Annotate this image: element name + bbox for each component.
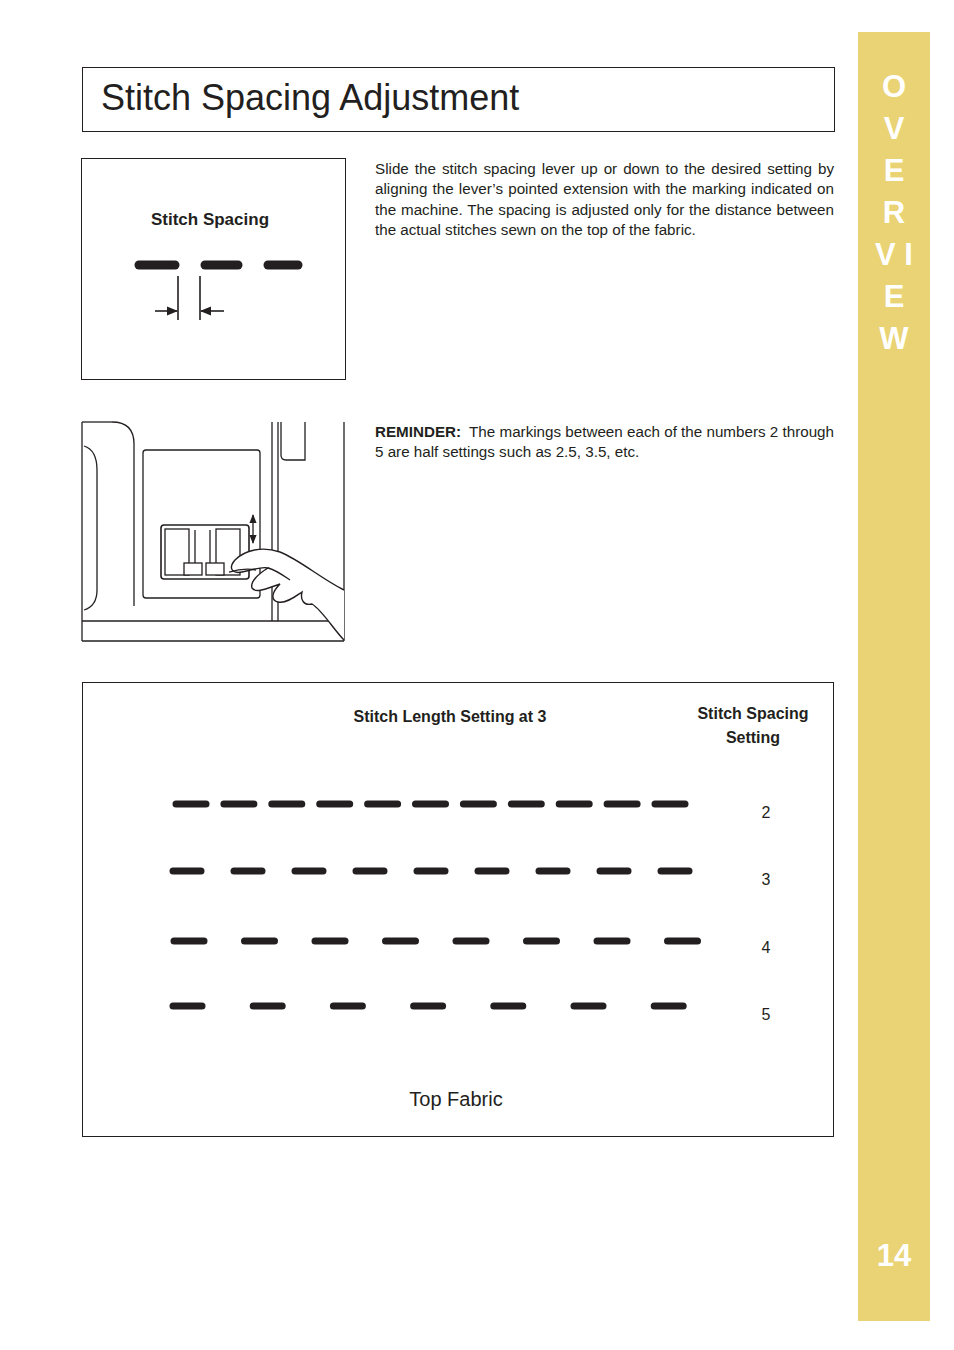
- stitch-dash: [176, 801, 206, 808]
- text-block: Slide the stitch spacing lever up or dow…: [375, 159, 834, 241]
- title-box: Stitch Spacing Adjustment: [82, 67, 835, 132]
- spacing-value: 4: [746, 937, 786, 959]
- machine-illustration-part: [271, 422, 272, 621]
- stitch-dash: [456, 938, 486, 945]
- stitch-dash: [368, 801, 398, 808]
- spacing-figure-part: [155, 310, 177, 312]
- stitch-dash: [597, 938, 627, 945]
- reminder-heading: REMINDER:: [375, 423, 461, 440]
- stitch-dash: [315, 938, 345, 945]
- machine-illustration-part: [206, 563, 224, 575]
- spacing-value: 5: [746, 1004, 786, 1026]
- stitch-dash: [539, 868, 567, 875]
- machine-illustration-part: [82, 421, 112, 422]
- fabric-label: Top Fabric: [306, 1086, 606, 1112]
- stitch-dash: [320, 801, 350, 808]
- stitch-dash: [574, 1003, 603, 1010]
- stitch-dash: [295, 868, 323, 875]
- stitch-dash: [416, 801, 446, 808]
- machine-illustration-part: [268, 568, 290, 580]
- chart-box: Stitch Length Setting at 3 Stitch Spacing…: [82, 682, 834, 1137]
- stitch-dash: [333, 1003, 362, 1010]
- stitch-dash: [272, 801, 302, 808]
- stitch-dash: [463, 801, 493, 808]
- instruction-text: Slide the stitch spacing lever up or dow…: [375, 160, 834, 238]
- figure-label: Stitch Spacing: [90, 209, 330, 231]
- stitch-dash: [654, 1003, 683, 1010]
- stitch-dash: [607, 801, 637, 808]
- stitch-dash: [668, 938, 698, 945]
- machine-illustration-part: [229, 569, 256, 572]
- stitch-dash: [173, 868, 201, 875]
- stitch-dash: [253, 1003, 282, 1010]
- stitch-dash: [511, 801, 541, 808]
- spacing-figure-part: [199, 276, 201, 320]
- stitch-dash: [417, 868, 445, 875]
- machine-illustration-part: [281, 422, 305, 460]
- page-number: 14: [862, 1236, 926, 1276]
- machine-illustration-part: [82, 620, 344, 621]
- stitch-dash: [173, 1003, 202, 1010]
- sidebar-band: O V E R V I E W 14: [858, 32, 930, 1321]
- column-heading: Stitch Spacing Setting: [678, 702, 828, 750]
- stitch-dash: [174, 938, 204, 945]
- spacing-value: 3: [746, 869, 786, 891]
- spacing-figure-part: [201, 310, 224, 312]
- stitch-dash: [224, 801, 254, 808]
- stitch-dash: [234, 868, 262, 875]
- stitch-dash: [600, 868, 628, 875]
- stitch-dash: [527, 938, 557, 945]
- stitch-dash: [655, 801, 685, 808]
- machine-illustration-part: [84, 446, 97, 610]
- spacing-value: 2: [746, 802, 786, 824]
- machine-illustration-part: [184, 563, 202, 575]
- spacing-figure-part: [268, 261, 298, 270]
- page-title: Stitch Spacing Adjustment: [101, 76, 519, 120]
- chart-heading: Stitch Length Setting at 3: [250, 706, 650, 728]
- spacing-figure-box: Stitch Spacing: [81, 158, 346, 380]
- stitch-dash: [386, 938, 416, 945]
- stitch-dash: [414, 1003, 443, 1010]
- spacing-figure: [139, 265, 298, 320]
- stitch-dash: [478, 868, 506, 875]
- spacing-figure-part: [205, 261, 238, 270]
- text-block: REMINDER:The markings between each of th…: [375, 422, 834, 463]
- machine-illustration-part: [252, 515, 253, 543]
- machine-illustration-part: [82, 640, 344, 641]
- spacing-figure-part: [139, 261, 175, 270]
- sidebar-band: [858, 32, 930, 1321]
- stitch-dash: [356, 868, 384, 875]
- machine-illustration-part: [81, 422, 82, 641]
- machine-illustration-part: [231, 549, 344, 640]
- stitch-rows: [173, 804, 698, 1006]
- machine-illustration-part: [112, 422, 134, 606]
- stitch-dash: [494, 1003, 523, 1010]
- stitch-dash: [559, 801, 589, 808]
- machine-illustration: [82, 422, 344, 641]
- section-letters: O V E R V I E W: [874, 66, 914, 360]
- machine-illustration-part: [143, 450, 260, 598]
- stitch-dash: [245, 938, 275, 945]
- spacing-figure-part: [177, 276, 179, 320]
- stitch-dash: [661, 868, 689, 875]
